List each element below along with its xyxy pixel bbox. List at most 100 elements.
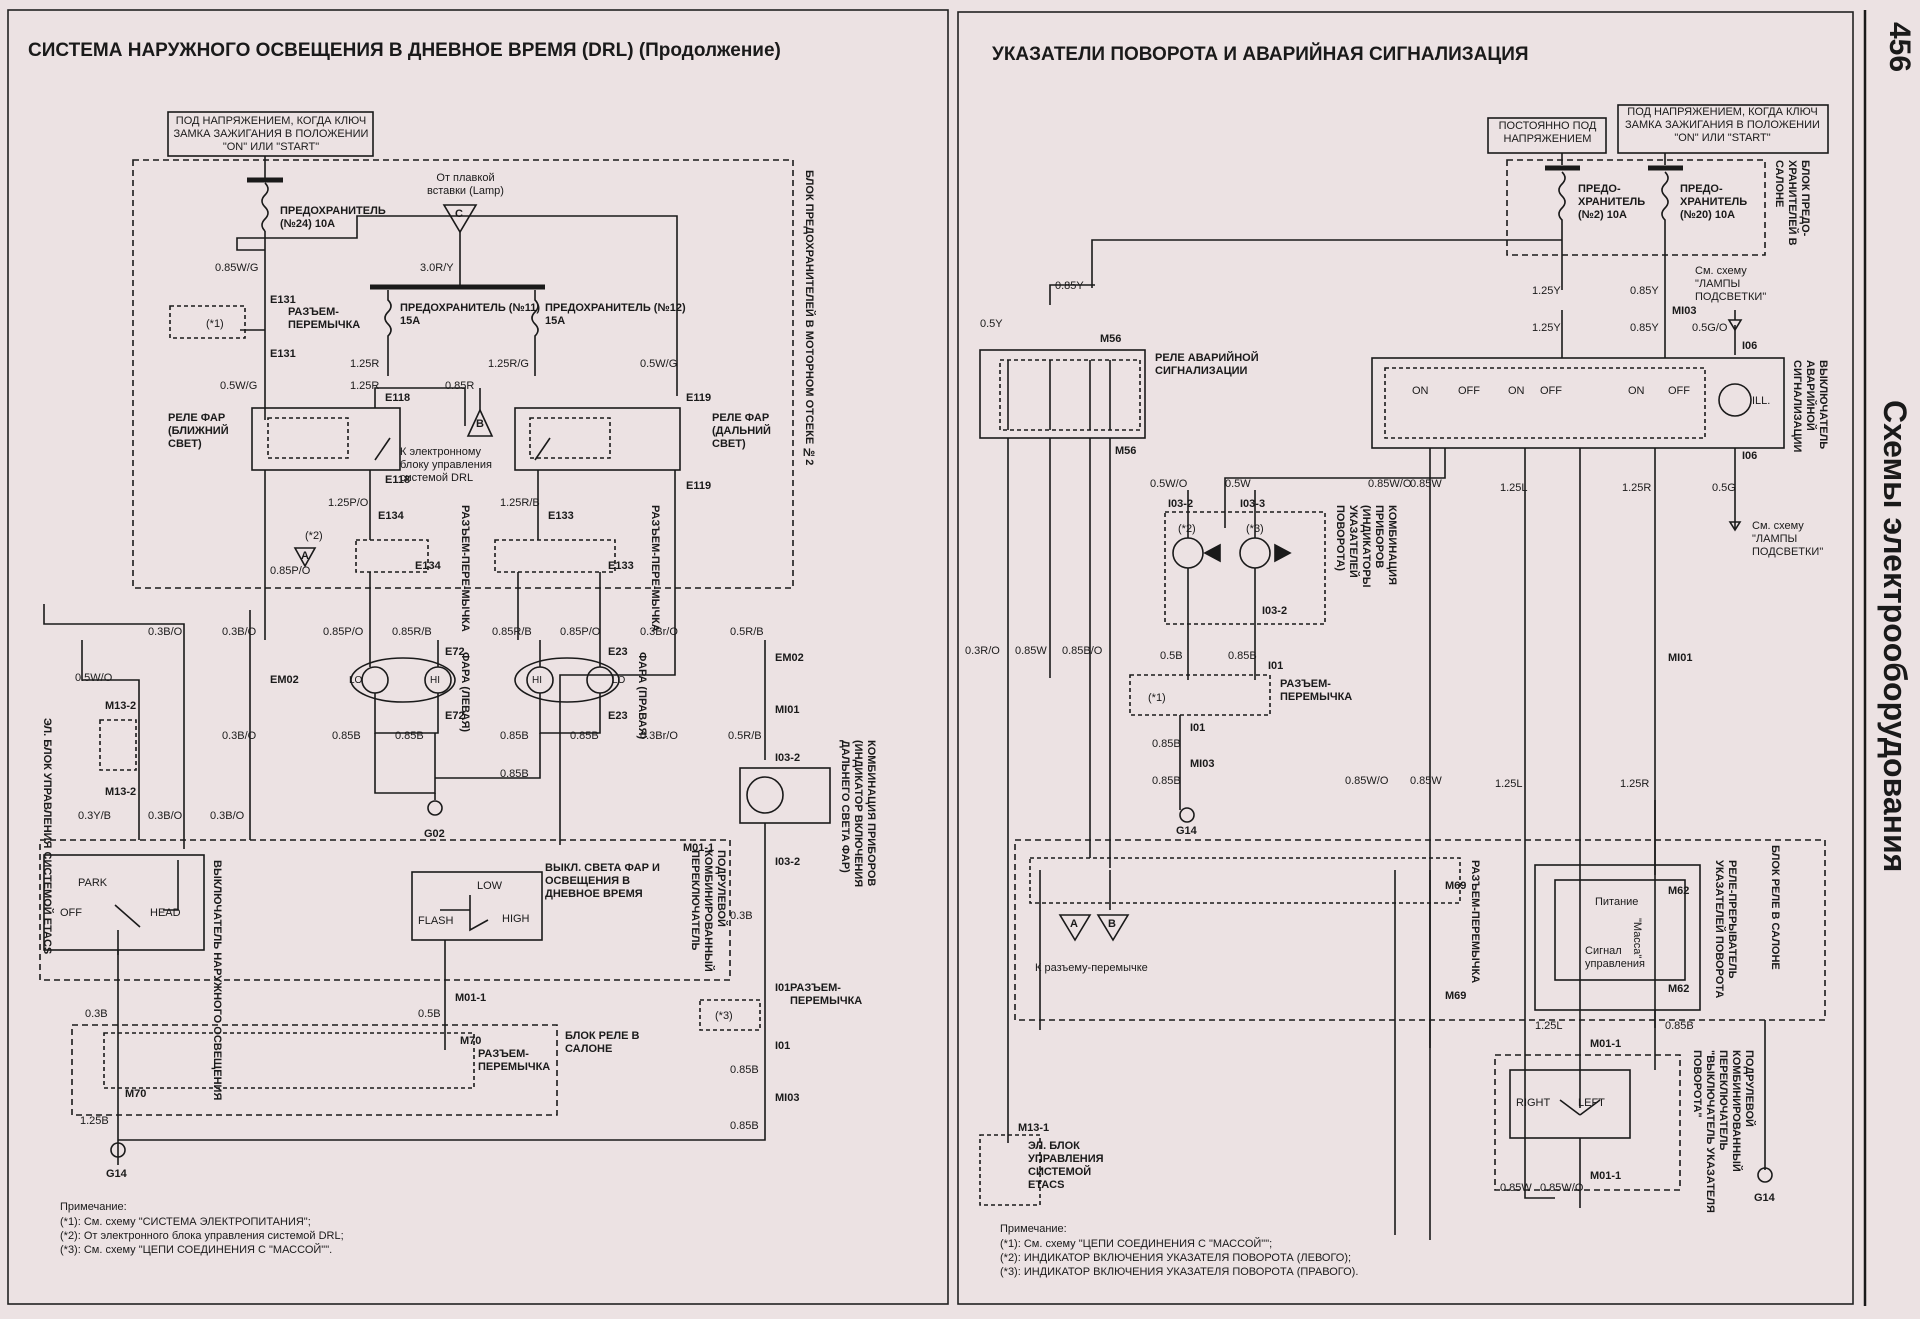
- wire-label: 1.25B: [80, 1115, 109, 1127]
- connector-label: I01: [1268, 660, 1284, 672]
- wire-label: 0.85W/O: [1540, 1182, 1584, 1194]
- star3-right: (*3): [1246, 523, 1264, 535]
- wire-label: 1.25R: [1620, 778, 1650, 790]
- headlamp-left-label: ФАРА (ЛЕВАЯ): [459, 652, 471, 733]
- connector-label: E118: [385, 392, 411, 404]
- cluster-turn-label: КОМБИНАЦИЯ ПРИБОРОВ (ИНДИКАТОРЫ УКАЗАТЕЛ…: [1334, 505, 1398, 588]
- wire-label: 0.3B: [730, 910, 753, 922]
- wire-label: 0.85B: [395, 730, 424, 742]
- connector-label: I06: [1742, 340, 1758, 352]
- cluster-high-beam-label: КОМБИНАЦИЯ ПРИБОРОВ (ИНДИКАТОР ВКЛЮЧЕНИЯ…: [839, 740, 877, 888]
- connector-label: I03-3: [1240, 498, 1266, 510]
- wire-label: 0.85B: [1228, 650, 1257, 662]
- wire-label: 0.3Y/B: [78, 810, 112, 822]
- connector-label: M56: [1100, 333, 1122, 345]
- jumper-i01-label: РАЗЪЕМ-ПЕРЕМЫЧКА: [790, 982, 863, 1007]
- flasher-control: Сигнал управления: [1585, 945, 1645, 970]
- wire-label: 0.3B/O: [210, 810, 245, 822]
- wire-label: 0.85B: [500, 768, 529, 780]
- hazard-switch-label: ВЫКЛЮЧАТЕЛЬ АВАРИЙНОЙ СИГНАЛИЗАЦИИ: [1791, 360, 1829, 453]
- connector-label: I01: [775, 982, 791, 994]
- connector-label: I06: [1742, 450, 1758, 462]
- flasher-ground: "Масса": [1631, 918, 1643, 959]
- connector-label: M69: [1445, 990, 1467, 1002]
- connector-label: E131: [270, 294, 296, 306]
- see-lamps-1: См. схему "ЛАМПЫ ПОДСВЕТКИ": [1695, 265, 1767, 303]
- connector-label: M01-1: [1590, 1038, 1622, 1050]
- wire-label: 0.5W: [1225, 478, 1251, 490]
- power-ignition-box: ПОД НАПРЯЖЕНИЕМ, КОГДА КЛЮЧ ЗАМКА ЗАЖИГА…: [173, 115, 369, 153]
- left-note-2: (*2): От электронного блока управления с…: [60, 1230, 344, 1242]
- connector-label: MI03: [1190, 758, 1215, 770]
- star2-right: (*2): [1178, 523, 1196, 535]
- connector-label: E134: [378, 510, 404, 522]
- wire-label: 0.85B: [1152, 775, 1181, 787]
- connector-label: I01: [1190, 722, 1206, 734]
- connector-label: M01-1: [1590, 1170, 1622, 1182]
- fuse-2-label: ПРЕДО-ХРАНИТЕЛЬ (№2) 10A: [1578, 183, 1646, 221]
- wire-label: 0.85R/B: [492, 626, 532, 638]
- engine-fuse-box-label: БЛОК ПРЕДОХРАНИТЕЛЕЙ В МОТОРНОМ ОТСЕКЕ №…: [803, 170, 815, 466]
- ground-label: G02: [424, 828, 445, 840]
- relay-box-cabin-left-label: БЛОК РЕЛЕ В САЛОНЕ: [565, 1030, 640, 1055]
- page-number: 456: [1883, 22, 1916, 73]
- etacs-unit-right-label: ЭЛ. БЛОК УПРАВЛЕНИЯ СИСТЕМОЙ ETACS: [1028, 1140, 1104, 1191]
- connector-label: M70: [460, 1035, 482, 1047]
- wire-label: 0.85R: [445, 380, 475, 392]
- wire-label: 0.5R/B: [728, 730, 762, 742]
- wire-label: 0.85B: [570, 730, 599, 742]
- wire-label: 1.25R/G: [488, 358, 529, 370]
- wire-label: 1.25L: [1500, 482, 1528, 494]
- wire-label: 0.3B/O: [148, 626, 183, 638]
- wire-label: 0.85B: [1665, 1020, 1694, 1032]
- wire-label: 0.5B: [418, 1008, 441, 1020]
- wire-label: 1.25R: [1622, 482, 1652, 494]
- jumper-m70-label: РАЗЪЕМ-ПЕРЕМЫЧКА: [478, 1048, 551, 1073]
- wire-label: 0.3Br/O: [640, 730, 678, 742]
- ground-label: G14: [106, 1168, 127, 1180]
- wire-label: 0.85P/O: [323, 626, 364, 638]
- connector-label: MI03: [775, 1092, 800, 1104]
- relay-low-beam-label: РЕЛЕ ФАР (БЛИЖНИЙ СВЕТ): [168, 412, 229, 450]
- marker-b-right: B: [1108, 918, 1116, 930]
- from-fusible-label: От плавкой вставки (Lamp): [427, 172, 504, 197]
- connector-label: EM02: [775, 652, 804, 664]
- wire-label: 0.85W/O: [1368, 478, 1412, 490]
- connector-label: M70: [125, 1088, 147, 1100]
- switch-low: LOW: [477, 880, 503, 892]
- wire-label: 0.5R/B: [730, 626, 764, 638]
- wire-label: 3.0R/Y: [420, 262, 454, 274]
- connector-label: E119: [686, 392, 712, 404]
- wire-label: 0.85W/O: [1345, 775, 1389, 787]
- wire-label: 0.3B/O: [222, 626, 257, 638]
- hazard-on-3: ON: [1628, 385, 1645, 397]
- connector-label: MI01: [775, 704, 800, 716]
- right-notes-head: Примечание:: [1000, 1223, 1067, 1235]
- connector-label: M01-1: [683, 842, 715, 854]
- jumper-e134-label: РАЗЪЕМ-ПЕРЕ-МЫЧКА: [459, 505, 471, 632]
- hazard-on-1: ON: [1412, 385, 1429, 397]
- star1-right: (*1): [1148, 692, 1166, 704]
- connector-label: M69: [1445, 880, 1467, 892]
- wire-label: 0.85W: [1410, 775, 1442, 787]
- wire-label: 1.25R: [350, 380, 380, 392]
- lo-left: LO: [349, 675, 363, 686]
- hazard-on-2: ON: [1508, 385, 1525, 397]
- connector-label: I03-2: [1168, 498, 1194, 510]
- turn-left: LEFT: [1578, 1097, 1605, 1109]
- hazard-relay-label: РЕЛЕ АВАРИЙНОЙ СИГНАЛИЗАЦИИ: [1155, 352, 1259, 377]
- wire-label: 1.25L: [1495, 778, 1523, 790]
- left-note-3: (*3): См. схему "ЦЕПИ СОЕДИНЕНИЯ С "МАСС…: [60, 1244, 333, 1256]
- wire-label: 0.85W: [1500, 1182, 1532, 1194]
- fuse-12-label: ПРЕДОХРАНИТЕЛЬ (№12) 15A: [545, 302, 686, 327]
- wire-label: 1.25Y: [1532, 285, 1561, 297]
- wire-label: 0.85Y: [1630, 285, 1659, 297]
- wire-label: 0.85B: [730, 1120, 759, 1132]
- wire-label: 0.85P/O: [270, 565, 311, 577]
- star3-left: (*3): [715, 1010, 733, 1022]
- wire-label: 1.25R: [350, 358, 380, 370]
- star1-left: (*1): [206, 318, 224, 330]
- hazard-ill: ILL.: [1752, 395, 1771, 407]
- wire-label: 1.25Y: [1532, 322, 1561, 334]
- flasher-label: РЕЛЕ-ПРЕРЫВАТЕЛЬ УКАЗАТЕЛЕЙ ПОВОРОТА: [1713, 860, 1738, 999]
